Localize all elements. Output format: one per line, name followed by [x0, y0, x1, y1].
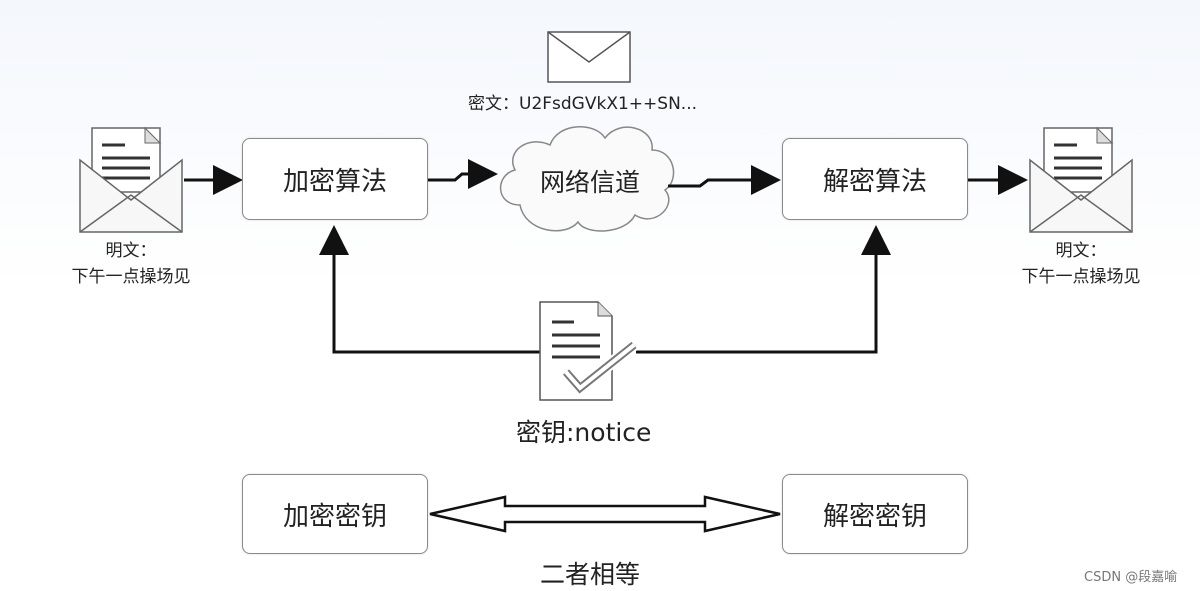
- decrypt-key-label: 解密密钥: [822, 501, 927, 532]
- encrypt-algorithm-label: 加密算法: [282, 166, 387, 197]
- plaintext-right-line1: 明文：: [1055, 241, 1107, 261]
- equal-label: 二者相等: [540, 560, 641, 589]
- arrow-channel-to-decrypt: [668, 165, 781, 195]
- plaintext-left-line1: 明文：: [105, 241, 157, 261]
- channel-label: 网络信道: [539, 168, 640, 197]
- plaintext-left: 明文： 下午一点操场见: [40, 238, 222, 290]
- decrypt-algorithm-label: 解密算法: [822, 166, 927, 197]
- letter-envelope-icon: [79, 126, 183, 233]
- double-arrow-icon: [429, 495, 781, 533]
- encrypt-key-box: 加密密钥: [242, 474, 428, 554]
- encrypt-algorithm-box: 加密算法: [242, 138, 428, 220]
- watermark: CSDN @段嘉喻: [1084, 570, 1178, 585]
- ciphertext-label: 密文：U2FsdGVkX1++SN...: [468, 94, 698, 114]
- decrypt-key-box: 解密密钥: [782, 474, 968, 554]
- key-label: 密钥:notice: [516, 418, 652, 447]
- plaintext-right: 明文： 下午一点操场见: [990, 238, 1172, 290]
- arrow-encrypt-to-channel: [428, 159, 498, 189]
- decrypt-algorithm-box: 解密算法: [782, 138, 968, 220]
- document-check-icon: [539, 301, 638, 401]
- cloud-icon: [499, 126, 675, 232]
- plaintext-right-line2: 下午一点操场见: [1021, 267, 1141, 287]
- encrypt-key-label: 加密密钥: [282, 501, 387, 532]
- envelope-icon: [547, 31, 631, 83]
- letter-envelope-icon: [1029, 126, 1133, 233]
- arrow-key-to-encrypt: [319, 225, 540, 354]
- plaintext-left-line2: 下午一点操场见: [71, 267, 191, 287]
- arrow-key-to-decrypt: [636, 225, 891, 354]
